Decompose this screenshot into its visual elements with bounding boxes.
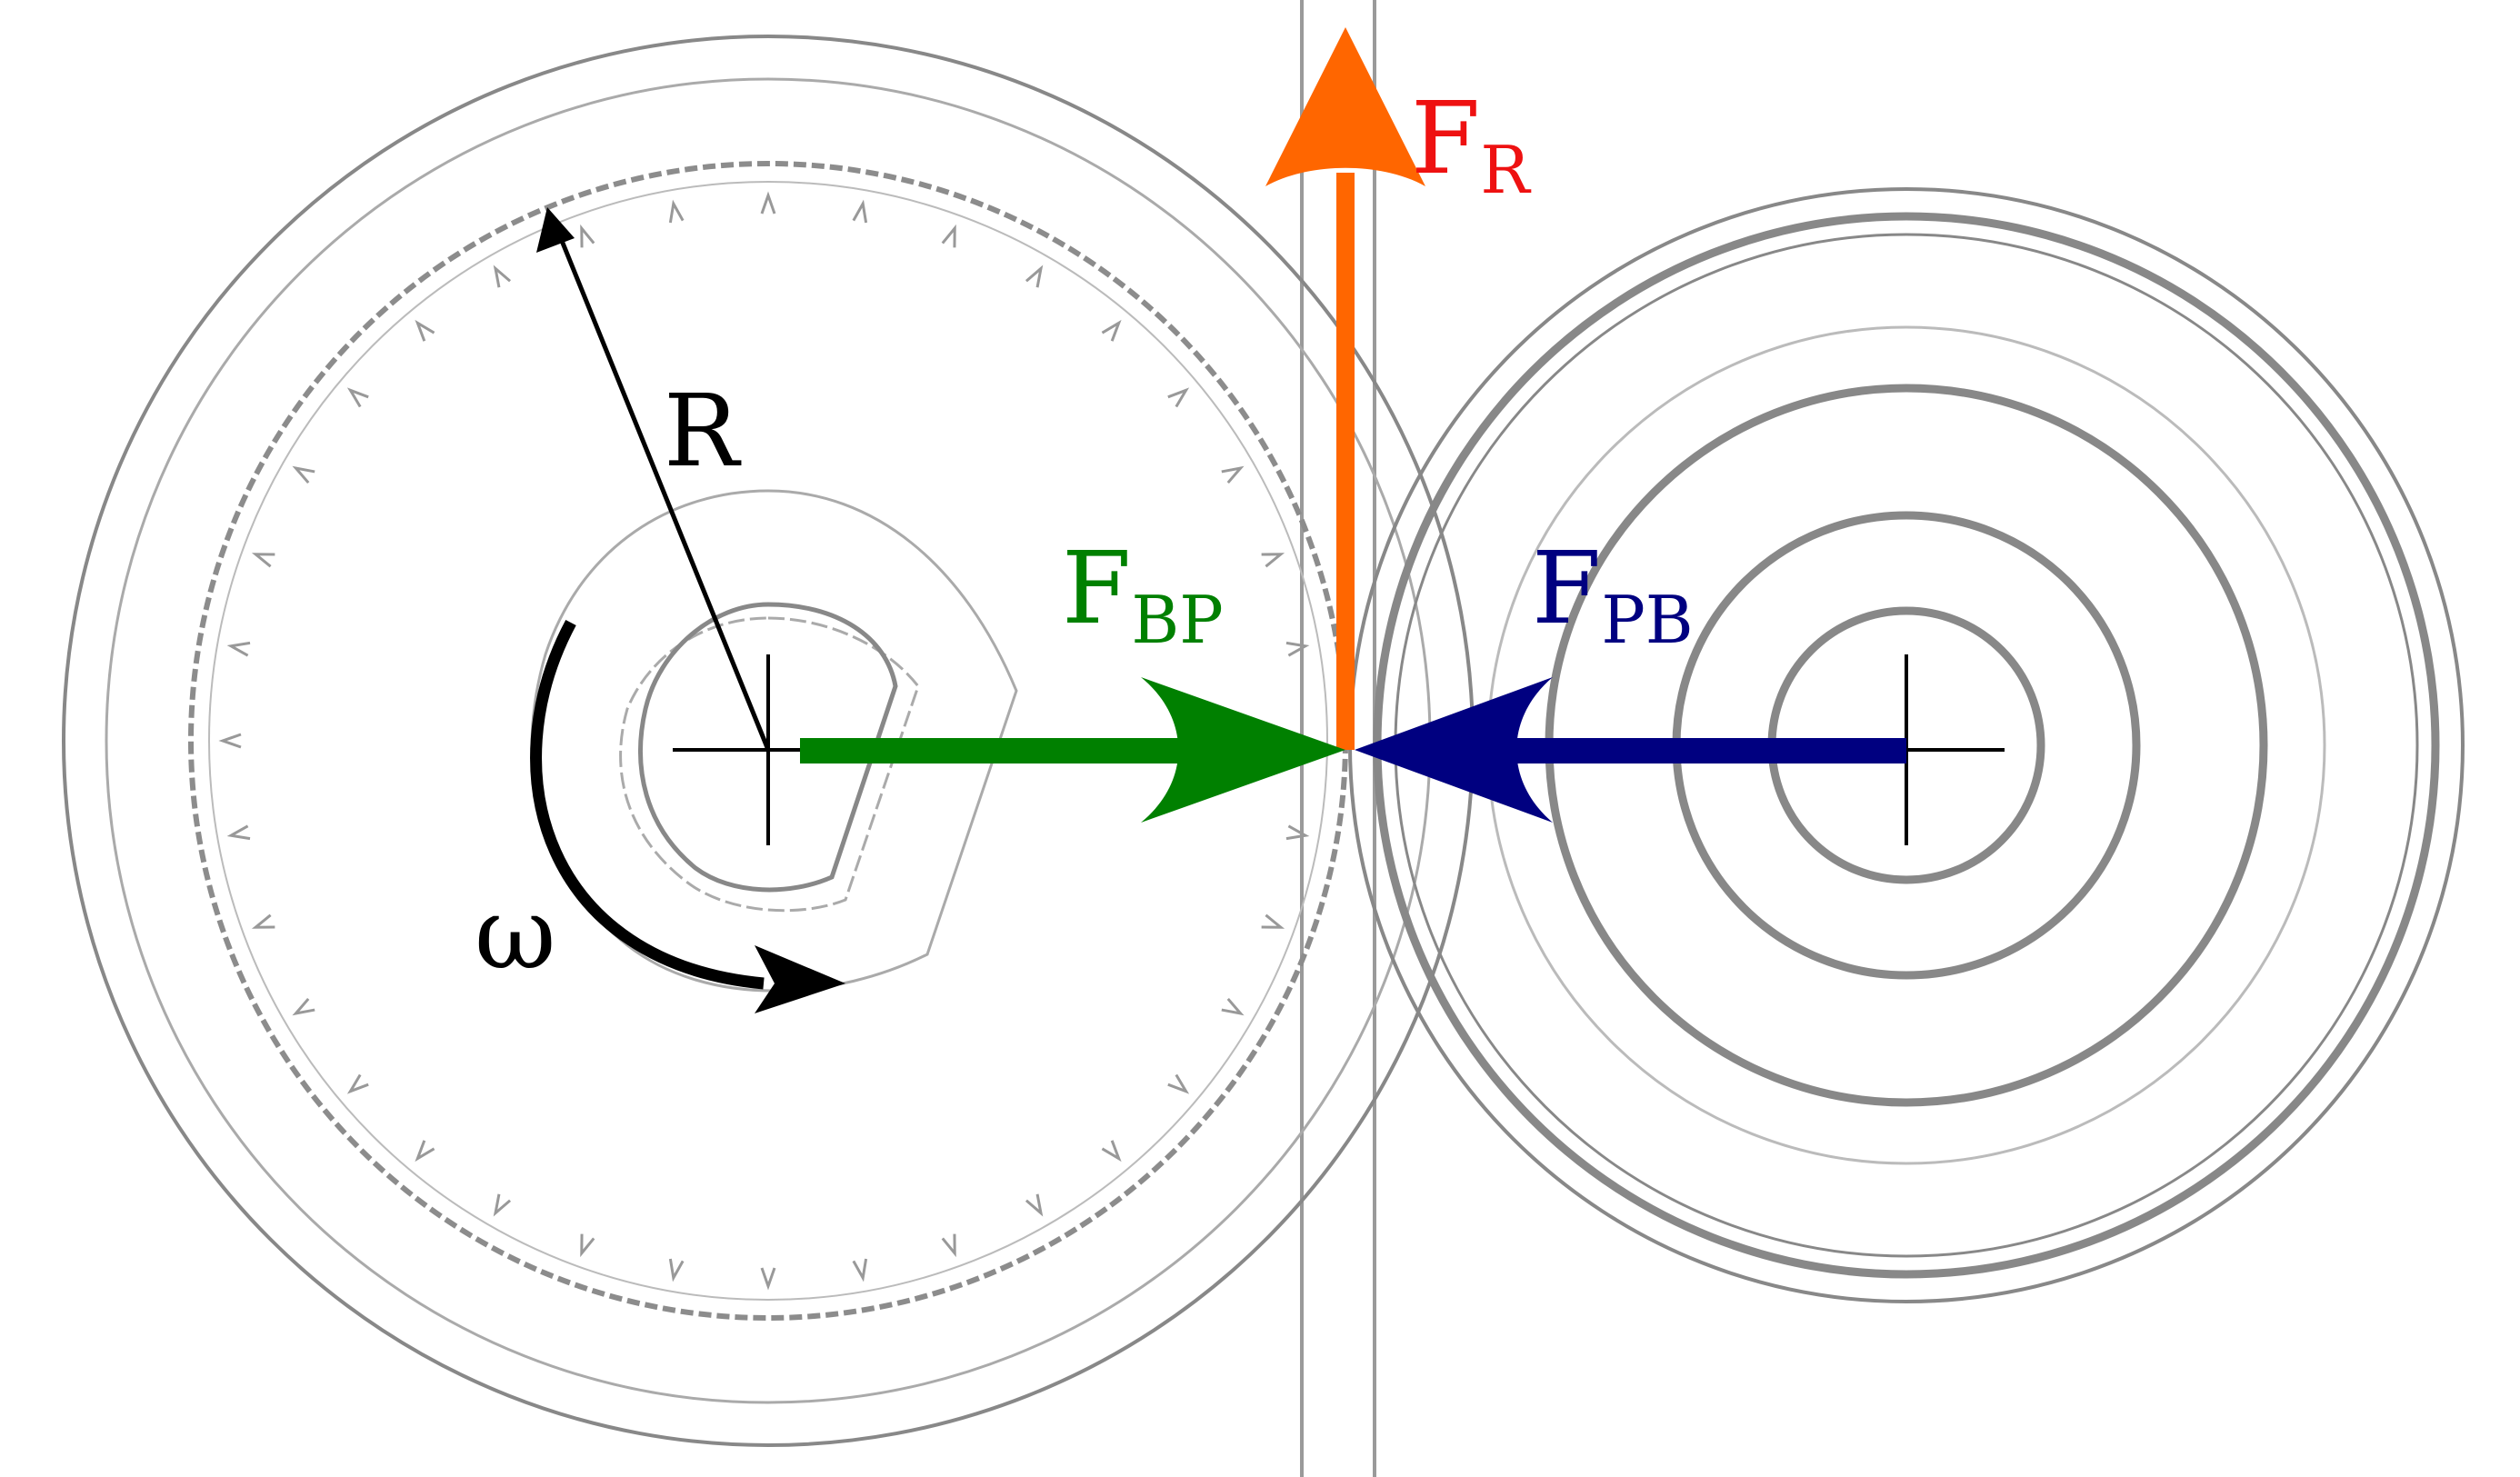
gear-tooth-mark bbox=[1285, 824, 1310, 841]
gear-tooth-mark bbox=[493, 1193, 512, 1217]
gear-tooth-mark bbox=[346, 1073, 369, 1094]
gear-tooth-mark bbox=[251, 913, 275, 929]
radius-label: R bbox=[664, 373, 742, 489]
gear-tooth-mark bbox=[1261, 553, 1285, 568]
gear-tooth-mark bbox=[415, 1140, 435, 1163]
force-arrow-f-r bbox=[1265, 27, 1425, 750]
f-r-label: FR bbox=[1411, 80, 1531, 208]
gear-tooth-mark bbox=[1025, 264, 1044, 288]
f-pb-label: FPB bbox=[1532, 530, 1694, 658]
gear-tooth-mark bbox=[226, 641, 251, 657]
left-wheel-tooth-marks bbox=[218, 191, 1318, 1291]
force-arrow-f-bp bbox=[800, 677, 1345, 823]
gear-tooth-mark bbox=[941, 224, 956, 248]
gear-tooth-mark bbox=[852, 199, 868, 224]
omega-label: ω bbox=[475, 875, 556, 992]
gear-tooth-mark bbox=[760, 191, 776, 215]
gear-tooth-mark bbox=[1167, 1073, 1190, 1094]
gear-tooth-mark bbox=[346, 387, 369, 408]
gear-tooth-mark bbox=[1221, 465, 1245, 484]
gear-tooth-mark bbox=[760, 1267, 776, 1291]
gear-tooth-mark bbox=[852, 1258, 868, 1282]
left-wheel-inner-ring bbox=[208, 181, 1328, 1301]
gear-tooth-mark bbox=[292, 997, 315, 1016]
force-arrow-f-pb bbox=[1355, 677, 1906, 823]
gear-tooth-mark bbox=[580, 224, 595, 248]
gear-tooth-mark bbox=[1285, 641, 1310, 657]
gear-tooth-mark bbox=[292, 465, 315, 484]
radius-arrow bbox=[536, 207, 771, 751]
left-wheel-hub bbox=[638, 602, 898, 893]
gear-tooth-mark bbox=[1101, 1140, 1122, 1163]
gear-tooth-mark bbox=[1221, 997, 1245, 1016]
gear-tooth-mark bbox=[1167, 387, 1190, 408]
gear-tooth-mark bbox=[251, 553, 275, 568]
f-bp-label: FBP bbox=[1062, 530, 1224, 658]
gear-tooth-mark bbox=[226, 824, 251, 841]
left-wheel-cam-middle bbox=[619, 616, 920, 913]
gear-tooth-mark bbox=[1101, 319, 1122, 342]
gear-tooth-mark bbox=[1025, 1193, 1044, 1217]
left-wheel-cam-outer bbox=[530, 489, 1018, 993]
gear-tooth-mark bbox=[668, 199, 685, 224]
gear-tooth-mark bbox=[668, 1258, 685, 1282]
rotation-arrow bbox=[530, 619, 845, 1013]
gear-tooth-mark bbox=[415, 319, 435, 342]
gear-tooth-mark bbox=[1261, 913, 1285, 929]
gear-tooth-mark bbox=[493, 264, 512, 288]
gear-tooth-mark bbox=[580, 1233, 595, 1258]
gear-tooth-mark bbox=[941, 1233, 956, 1258]
gear-tooth-mark bbox=[218, 733, 242, 749]
